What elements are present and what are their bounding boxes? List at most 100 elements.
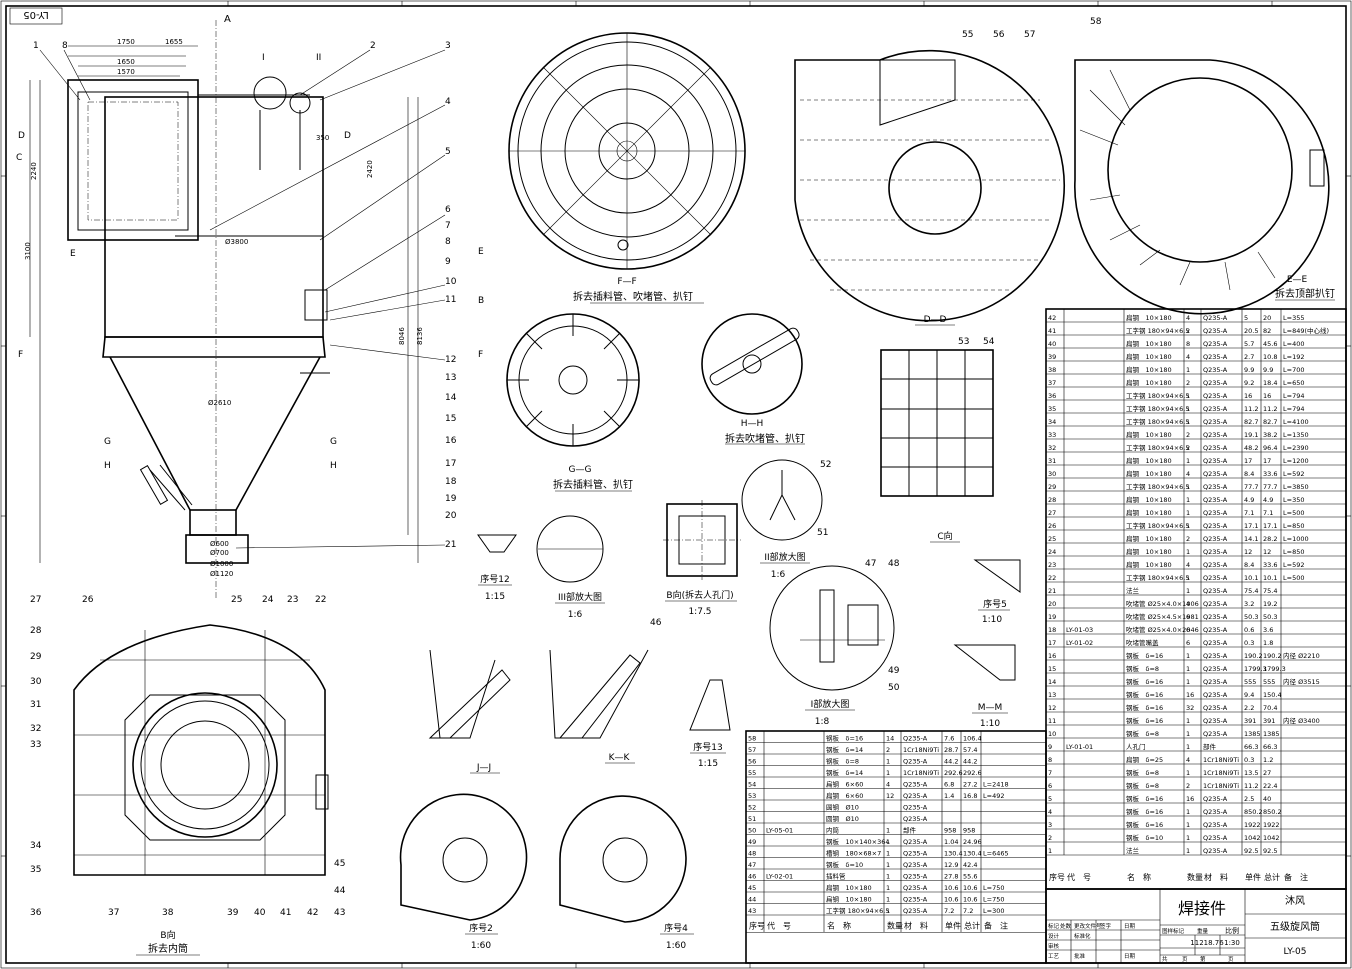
rt-cell: L=500 <box>1283 574 1304 582</box>
gg-caption: 拆去插料管、扒钉 <box>553 478 633 491</box>
right-table-header: 数量 <box>1187 872 1203 882</box>
rt-cell: 40 <box>1263 795 1271 803</box>
rt-cell: 工字钢 180×94×6.5 <box>1126 482 1189 491</box>
rt-cell: 扁钢 10×180 <box>1126 534 1172 543</box>
rt-cell: 16 <box>1186 795 1194 803</box>
bt-cell: 扁钢 10×180 <box>826 895 872 904</box>
rt-cell: 扁钢 10×180 <box>1126 508 1172 517</box>
rt-cell: 45.6 <box>1263 340 1277 348</box>
bt-cell: 钢板 δ=10 <box>826 860 863 869</box>
bt-cell: 24.96 <box>963 838 982 846</box>
seq5-scale: 1:10 <box>982 615 1002 625</box>
rt-cell: 32 <box>1186 704 1194 712</box>
rt-cell: 850.2 <box>1244 808 1263 816</box>
callout-I: I <box>262 53 265 63</box>
bt-cell: Q235-A <box>903 884 928 892</box>
rt-cell: Q235-A <box>1203 314 1228 322</box>
bt-cell: 292.6 <box>944 769 963 777</box>
dim-1650: 1650 <box>117 58 135 66</box>
rt-cell: 7 <box>1048 769 1052 777</box>
rt-cell: 1 <box>1186 548 1190 556</box>
svg-text:G: G <box>104 437 111 447</box>
rt-cell: 10.1 <box>1263 574 1277 582</box>
svg-text:39: 39 <box>227 908 239 918</box>
rt-cell: 工字钢 180×94×6.5 <box>1126 391 1189 400</box>
svg-text:B: B <box>478 296 484 306</box>
bt-cell: 10.6 <box>944 896 958 904</box>
rt-cell: 75.4 <box>1263 587 1277 595</box>
svg-text:8: 8 <box>62 41 68 51</box>
rt-cell: 10 <box>1048 730 1056 738</box>
rt-cell: 钢板 δ=16 <box>1126 703 1163 712</box>
right-table-header: 序号 <box>1049 872 1065 882</box>
rt-cell: 66.3 <box>1263 743 1277 751</box>
rt-cell: 23 <box>1048 561 1056 569</box>
rt-cell: 9.9 <box>1244 366 1254 374</box>
rt-cell: 10.1 <box>1244 574 1258 582</box>
bt-cell: Q235-A <box>903 792 928 800</box>
title-block-label: 页 <box>1228 956 1234 963</box>
bt-cell: L=750 <box>983 896 1004 904</box>
rt-cell: 钢板 δ=16 <box>1126 677 1163 686</box>
rt-cell: Q235-A <box>1203 470 1228 478</box>
rt-cell: 35 <box>1048 405 1056 413</box>
bt-cell: 55.6 <box>963 873 977 881</box>
bt-cell: 工字钢 180×94×6.5 <box>826 906 889 915</box>
svg-text:45: 45 <box>334 859 345 869</box>
b-view-scale: 1:7.5 <box>688 607 711 617</box>
rt-cell: 扁钢 10×180 <box>1126 313 1172 322</box>
rt-cell: 82.7 <box>1244 418 1258 426</box>
svg-text:5: 5 <box>445 147 451 157</box>
title-block-label: 页 <box>1182 956 1188 963</box>
rt-cell: 96.4 <box>1263 444 1277 452</box>
svg-text:37: 37 <box>108 908 119 918</box>
detail-iii: III部放大图 1:6 <box>536 515 605 620</box>
right-table-header: 代 号 <box>1067 872 1091 882</box>
rt-cell: 13 <box>1048 691 1056 699</box>
bt-cell: 10.6 <box>963 896 977 904</box>
rt-cell: 吹堵管 Ø25×4.0×2046 <box>1126 625 1199 634</box>
rt-cell: 50.3 <box>1244 613 1258 621</box>
svg-text:F: F <box>478 350 483 360</box>
rt-cell: Q235-A <box>1203 496 1228 504</box>
bt-cell: 50 <box>748 827 756 835</box>
rt-cell: 1 <box>1048 847 1052 855</box>
rt-cell: L=850 <box>1283 522 1304 530</box>
rt-cell: Q235-A <box>1203 366 1228 374</box>
rt-cell: 1 <box>1186 509 1190 517</box>
rt-cell: Q235-A <box>1203 444 1228 452</box>
rt-cell: 8.4 <box>1244 470 1254 478</box>
bt-cell: 钢板 10×140×364 <box>826 837 889 846</box>
svg-text:10: 10 <box>445 277 457 287</box>
rt-cell: Q235-A <box>1203 392 1228 400</box>
rt-cell: 9 <box>1048 743 1052 751</box>
rt-cell: 内径 Ø2210 <box>1283 651 1320 660</box>
rt-cell: 部件 <box>1203 742 1217 751</box>
rt-cell: L=1000 <box>1283 535 1309 543</box>
rt-cell: Q235-A <box>1203 483 1228 491</box>
drawing-number-box <box>9 7 63 25</box>
bt-cell: Q235-A <box>903 907 928 915</box>
bt-cell: 2 <box>886 746 890 754</box>
rt-cell: 5 <box>1244 314 1248 322</box>
svg-text:38: 38 <box>162 908 174 918</box>
rt-cell: 70.4 <box>1263 704 1277 712</box>
bt-cell: 106.4 <box>963 735 982 743</box>
svg-text:E: E <box>70 249 76 259</box>
bt-cell: Q235-A <box>903 781 928 789</box>
title-block-label: 第 <box>1200 955 1206 963</box>
rt-cell: 1 <box>1186 652 1190 660</box>
rt-cell: 27 <box>1048 509 1056 517</box>
bt-cell: 钢板 δ=14 <box>826 745 863 754</box>
rt-cell: 20.5 <box>1244 327 1258 335</box>
svg-text:31: 31 <box>30 700 41 710</box>
svg-text:51: 51 <box>817 528 828 538</box>
detail-seq12: 序号12 1:15 <box>477 534 517 602</box>
bt-cell: L=750 <box>983 884 1004 892</box>
rt-cell: 19.1 <box>1244 431 1258 439</box>
svg-text:49: 49 <box>888 666 900 676</box>
rt-cell: Q235-A <box>1203 600 1228 608</box>
